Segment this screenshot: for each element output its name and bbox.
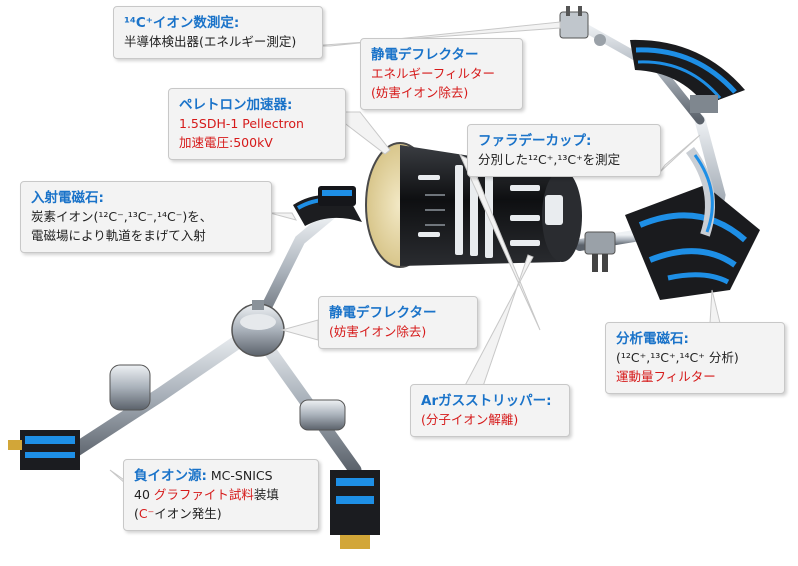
callout-ion-source: 負イオン源: MC-SNICS 40 グラファイト試料装填 (C⁻イオン発生) (123, 459, 319, 531)
callout-title: Arガスストリッパー: (421, 393, 552, 409)
ion-source-bottom-shape (299, 399, 380, 549)
callout-line: (¹²C⁺,¹³C⁺,¹⁴C⁺ 分析) (616, 350, 739, 366)
esa-mid-shape (231, 300, 285, 357)
callout-stripper: Arガスストリッパー: (分子イオン解離) (410, 384, 570, 437)
sample-label: グラファイト試料 (153, 487, 254, 503)
callout-line: (C⁻イオン発生) (134, 505, 308, 524)
callout-esa-top: 静電デフレクター エネルギーフィルター (妨害イオン除去) (360, 38, 523, 110)
callout-analyzer: 分析電磁石: (¹²C⁺,¹³C⁺,¹⁴C⁺ 分析) 運動量フィルター (605, 322, 785, 394)
sample-count: 40 (134, 487, 154, 503)
callout-faraday: ファラデーカップ: 分別した¹²C⁺,¹³C⁺を測定 (467, 124, 661, 177)
callout-line: 炭素イオン(¹²C⁻,¹³C⁻,¹⁴C⁻)を、 (31, 209, 213, 225)
callout-line: 40 グラファイト試料装填 (134, 486, 308, 505)
detector-shape (559, 6, 606, 46)
paren-open: ( (134, 506, 139, 521)
callout-line: 分別した¹²C⁺,¹³C⁺を測定 (478, 152, 621, 168)
ion-rest: イオン発生) (154, 506, 222, 521)
ion-label: C⁻ (138, 506, 155, 521)
callout-line: 運動量フィルター (616, 369, 716, 384)
callout-title: 分析電磁石: (616, 331, 689, 347)
callout-line: (妨害イオン除去) (329, 324, 427, 340)
esa-top-shape (630, 39, 745, 113)
callout-line: (分子イオン解離) (421, 412, 519, 428)
sample-action: 装填 (253, 487, 279, 503)
callout-line: 電磁場により軌道をまげて入射 (31, 228, 206, 243)
callout-esa-mid: 静電デフレクター (妨害イオン除去) (318, 296, 478, 349)
callout-line: 1.5SDH-1 Pellectron (179, 116, 304, 132)
stripper-shape (584, 231, 616, 272)
callout-line: 加速電圧:500kV (179, 135, 273, 150)
injection-magnet-shape (293, 186, 362, 226)
callout-detector: ¹⁴C⁺イオン数測定: 半導体検出器(エネルギー測定) (113, 6, 323, 59)
callout-title: 負イオン源: (134, 468, 207, 484)
callout-title: 静電デフレクター (329, 305, 437, 321)
callout-line: (妨害イオン除去) (371, 85, 469, 100)
callout-title: ペレトロン加速器: (179, 97, 293, 113)
callout-line: 半導体検出器(エネルギー測定) (124, 34, 297, 50)
callout-title: 静電デフレクター (371, 47, 479, 63)
callout-pelletron: ペレトロン加速器: 1.5SDH-1 Pellectron 加速電圧:500kV (168, 88, 346, 160)
callout-line: エネルギーフィルター (371, 66, 496, 82)
analyzer-magnet-shape (625, 147, 760, 300)
callout-title: 入射電磁石: (31, 190, 104, 206)
callout-title: ファラデーカップ: (478, 133, 592, 149)
callout-injection: 入射電磁石: 炭素イオン(¹²C⁻,¹³C⁻,¹⁴C⁻)を、 電磁場により軌道を… (20, 181, 272, 253)
callout-title-row: 負イオン源: MC-SNICS (134, 466, 308, 486)
callout-title-rest: MC-SNICS (206, 468, 273, 483)
ion-source-left-shape (8, 364, 151, 470)
callout-title: ¹⁴C⁺イオン数測定: (124, 15, 240, 31)
